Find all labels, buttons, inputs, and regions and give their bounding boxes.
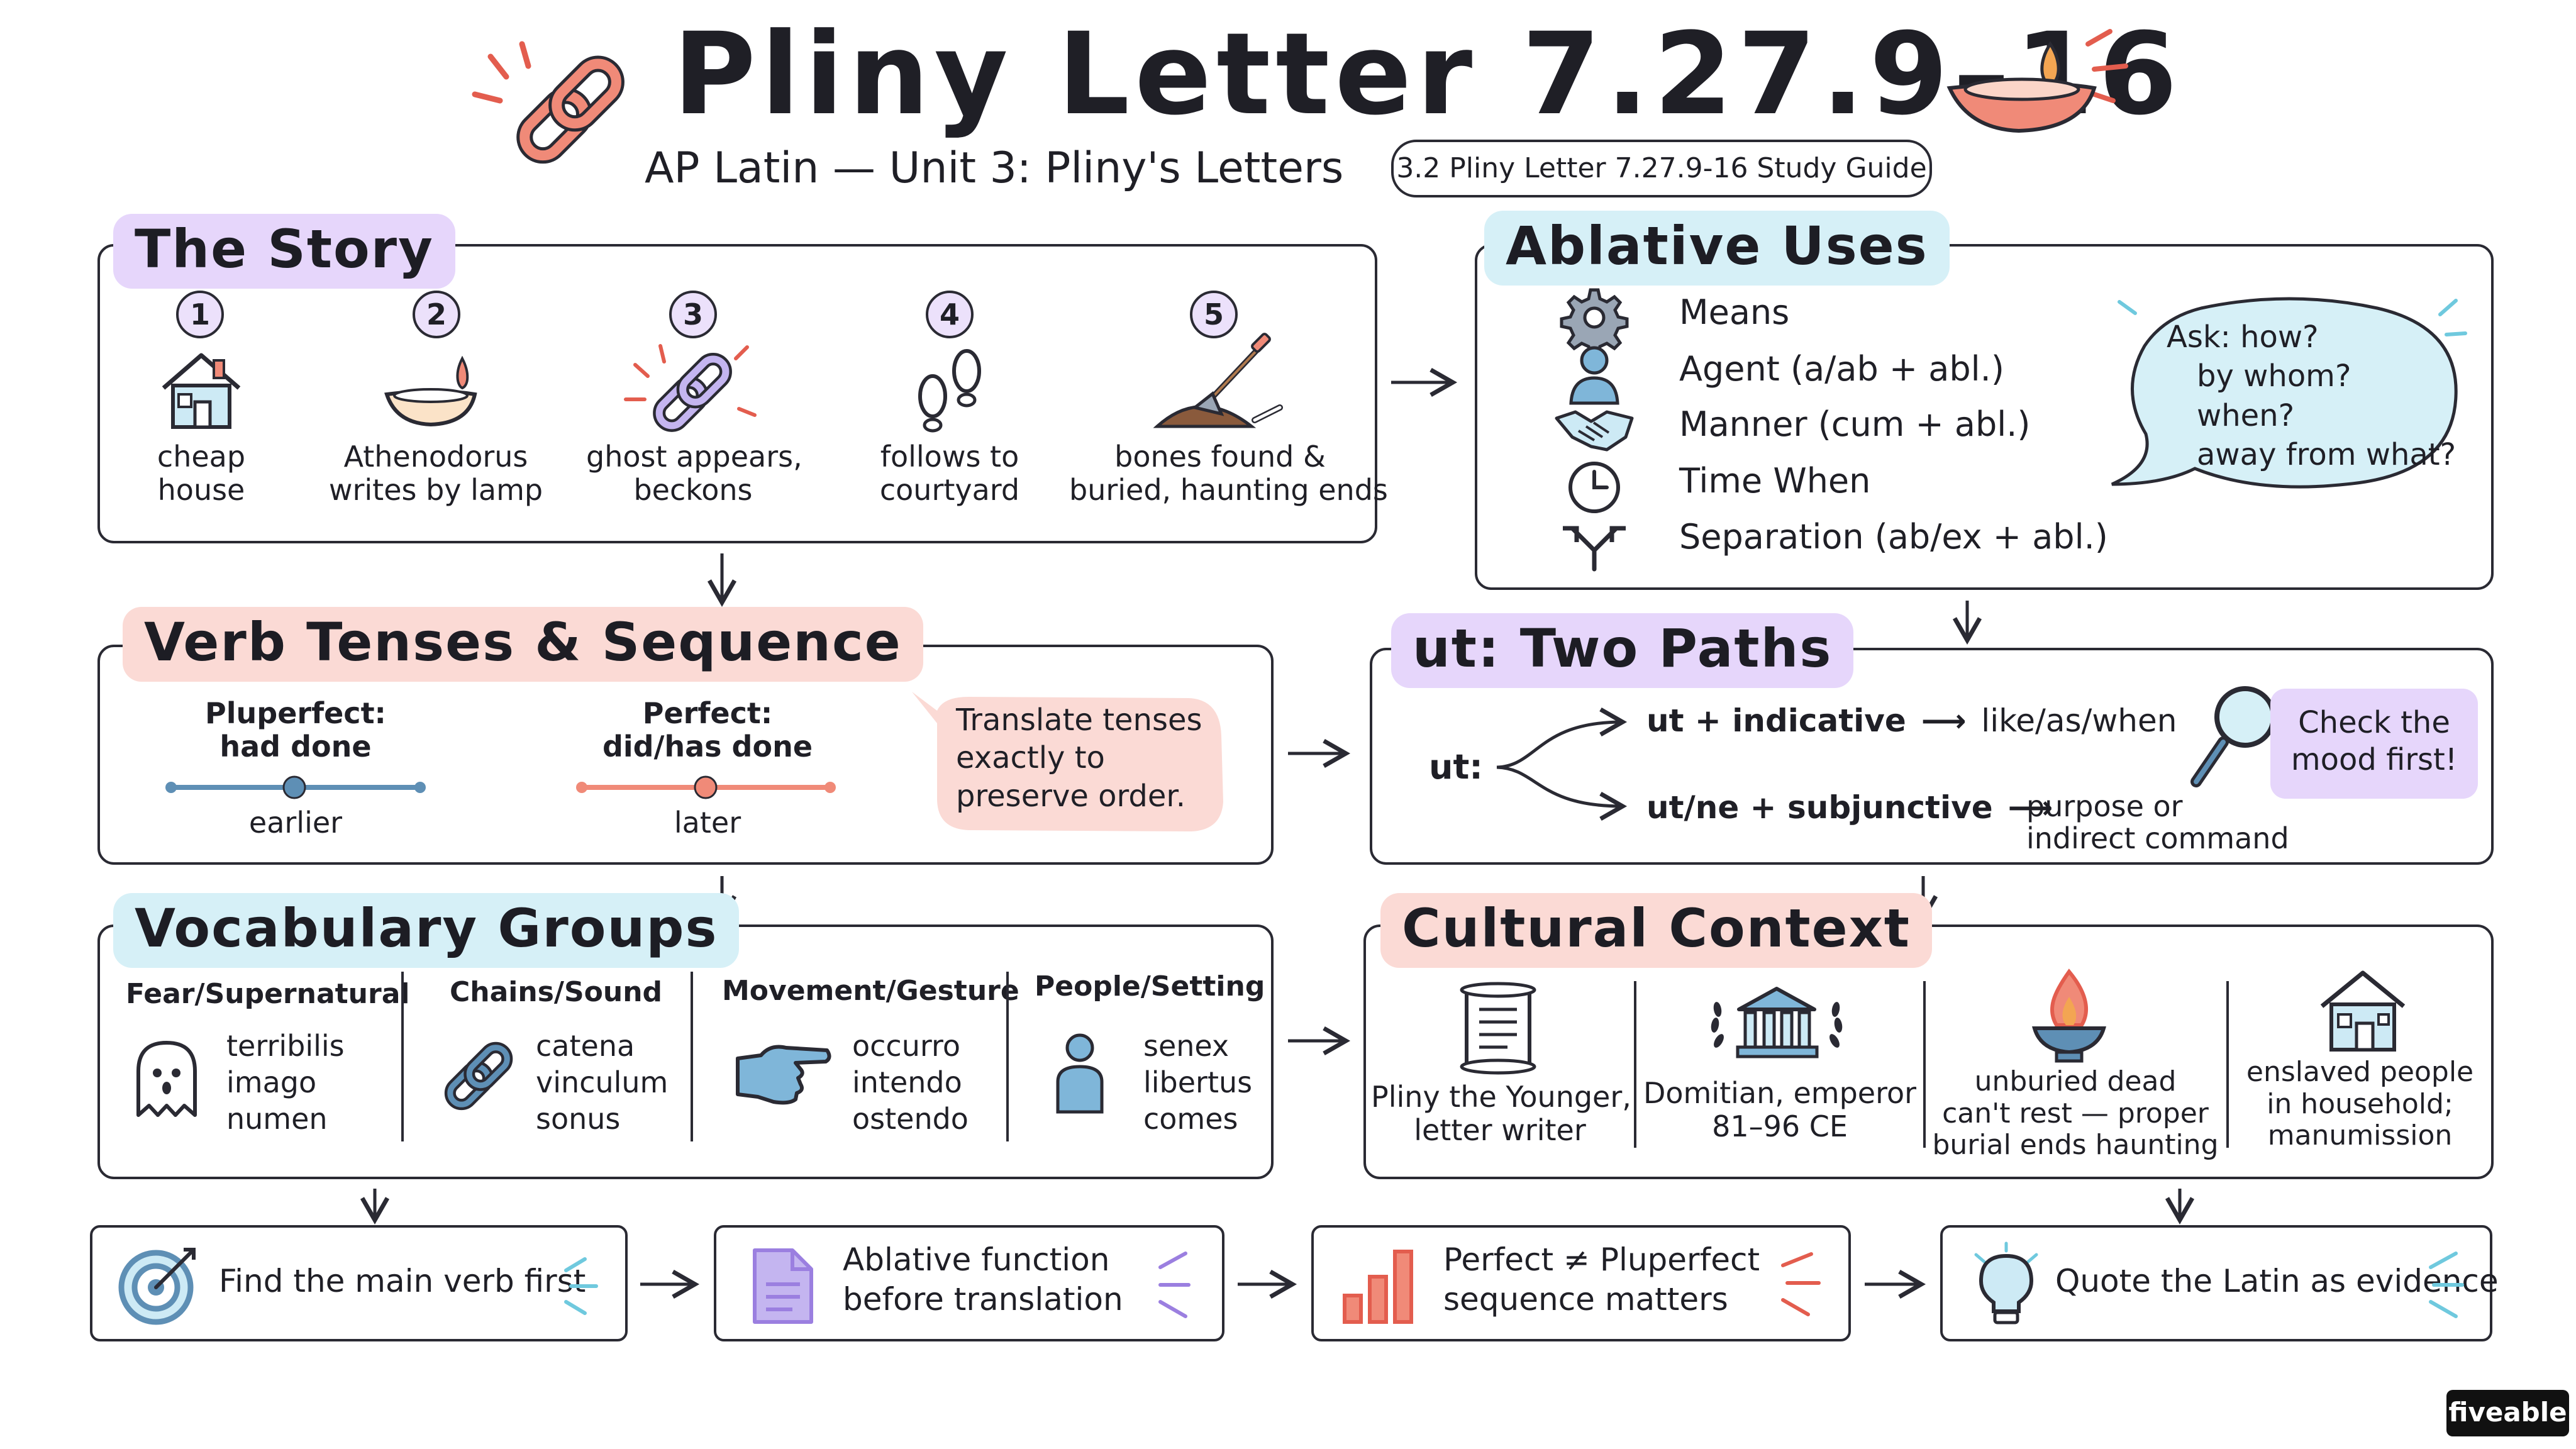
ut-note: Check the mood first! bbox=[2290, 705, 2458, 777]
step-number: 5 bbox=[1190, 291, 1238, 338]
ablative-use: Means bbox=[1679, 292, 1790, 332]
divider bbox=[1634, 981, 1636, 1148]
story-title: The Story bbox=[113, 214, 455, 289]
tip-card bbox=[90, 1225, 628, 1341]
vocab-title: Vocabulary Groups bbox=[113, 893, 740, 968]
sparkle-lines bbox=[1158, 1252, 1191, 1318]
culture-title: Cultural Context bbox=[1380, 893, 1932, 968]
handshake-icon bbox=[1555, 410, 1634, 452]
page-title: Pliny Letter 7.27.9–16 bbox=[673, 9, 2183, 140]
divider bbox=[401, 972, 404, 1141]
ut-path-subjunctive: ut/ne + subjunctive ⟶ bbox=[1646, 789, 2058, 826]
shovel-bones-icon bbox=[1153, 333, 1283, 428]
document-icon bbox=[753, 1248, 813, 1324]
oil-lamp-icon bbox=[384, 355, 477, 427]
vocab-group-heading: Fear/Supernatural bbox=[126, 978, 410, 1010]
ablative-use: Time When bbox=[1679, 461, 1871, 501]
house-icon bbox=[2320, 970, 2406, 1052]
divider bbox=[2226, 981, 2229, 1148]
person-icon bbox=[1056, 1033, 1104, 1114]
divider bbox=[1006, 972, 1009, 1141]
vocab-word-list: terribilis imago numen bbox=[226, 1029, 345, 1136]
clock-icon bbox=[1568, 462, 1620, 513]
vocab-group-heading: Chains/Sound bbox=[450, 976, 663, 1008]
split-arrows-icon bbox=[1563, 526, 1626, 572]
chain-icon bbox=[472, 41, 625, 164]
ut-path-indicative: ut + indicative ⟶ like/as/when bbox=[1646, 702, 2177, 739]
divider bbox=[691, 972, 693, 1141]
brand-logo: fiveable bbox=[2446, 1390, 2569, 1436]
divider bbox=[1923, 981, 1926, 1148]
bubble-text: Ask: how? by whom? when? away from what? bbox=[2167, 319, 2457, 473]
ablative-use: Agent (a/ab + abl.) bbox=[1679, 349, 2004, 389]
perfect-label: Perfect:did/has done bbox=[602, 696, 813, 763]
arrow-right-icon: ⟶ bbox=[1921, 702, 1967, 739]
tip-text: Find the main verb first bbox=[219, 1263, 586, 1299]
house-icon bbox=[162, 353, 241, 429]
vocab-group-heading: People/Setting bbox=[1035, 970, 1265, 1002]
arrow-right-icon: ⟶ bbox=[2007, 789, 2053, 826]
pluperfect-label: Pluperfect:had done bbox=[205, 696, 386, 763]
chain-icon bbox=[624, 344, 757, 432]
study-guide-badge: 3.2 Pliny Letter 7.27.9-16 Study Guide bbox=[1391, 140, 1932, 197]
magnifier-icon bbox=[2190, 686, 2276, 787]
scroll-icon bbox=[1460, 982, 1536, 1075]
fire-brazier-icon bbox=[2032, 969, 2106, 1063]
tip-text: Quote the Latin as evidence bbox=[2055, 1263, 2499, 1299]
gear-icon bbox=[1560, 288, 1629, 357]
step-number: 1 bbox=[176, 291, 224, 338]
oil-lamp-icon bbox=[1946, 29, 2128, 133]
sparkle-lines bbox=[1781, 1252, 1821, 1316]
story-panel bbox=[97, 244, 1377, 543]
badge-text: 3.2 Pliny Letter 7.27.9-16 Study Guide bbox=[1396, 152, 1927, 184]
step-number: 3 bbox=[669, 291, 717, 338]
person-icon bbox=[1569, 346, 1619, 405]
vocab-word-list: senex libertus comes bbox=[1143, 1029, 1253, 1136]
sparkle-lines bbox=[564, 1257, 598, 1315]
bar-chart-icon bbox=[1343, 1250, 1413, 1324]
ablative-use: Separation (ab/ex + abl.) bbox=[1679, 517, 2108, 557]
sparkle-lines bbox=[2429, 1252, 2464, 1318]
verb-tenses-title: Verb Tenses & Sequence bbox=[123, 607, 923, 682]
ut-note-box bbox=[2270, 689, 2478, 799]
step-number: 4 bbox=[926, 291, 974, 338]
culture-item: Pliny the Younger,letter writer bbox=[1371, 1080, 1631, 1147]
speech-bubble bbox=[2111, 297, 2467, 489]
ablative-use: Manner (cum + abl.) bbox=[1679, 404, 2031, 444]
ut-title: ut: Two Paths bbox=[1391, 613, 1854, 688]
step-label: ghost appears,beckons bbox=[586, 440, 802, 507]
step-number: 2 bbox=[413, 291, 460, 338]
vocab-group-heading: Movement/Gesture bbox=[722, 975, 1019, 1007]
lightbulb-icon bbox=[1974, 1241, 2038, 1324]
ghost-icon bbox=[136, 1041, 197, 1117]
temple-laurel-icon bbox=[1711, 987, 1843, 1058]
tense-timelines bbox=[165, 775, 836, 799]
pluperfect-time: earlier bbox=[248, 806, 343, 840]
target-icon bbox=[118, 1248, 196, 1325]
ut-root: ut: bbox=[1429, 747, 1483, 787]
ut-path2-meaning: purpose or indirect command bbox=[2026, 789, 2289, 855]
footprints-icon bbox=[918, 349, 981, 433]
chain-icon bbox=[444, 1041, 513, 1111]
ut-branches bbox=[1496, 707, 1628, 821]
vocab-word-list: occurro intendo ostendo bbox=[852, 1029, 969, 1136]
note-bubble bbox=[912, 692, 1223, 831]
pointing-hand-icon bbox=[736, 1045, 831, 1105]
step-label: bones found &buried, haunting ends bbox=[1069, 440, 1388, 507]
perfect-time: later bbox=[674, 806, 741, 840]
page-subtitle: AP Latin — Unit 3: Pliny's Letters bbox=[645, 143, 1344, 193]
verbs-note: Translate tenses exactly to preserve ord… bbox=[956, 702, 1202, 814]
vocab-word-list: catena vinculum sonus bbox=[536, 1029, 669, 1136]
ablative-title: Ablative Uses bbox=[1484, 211, 1950, 286]
